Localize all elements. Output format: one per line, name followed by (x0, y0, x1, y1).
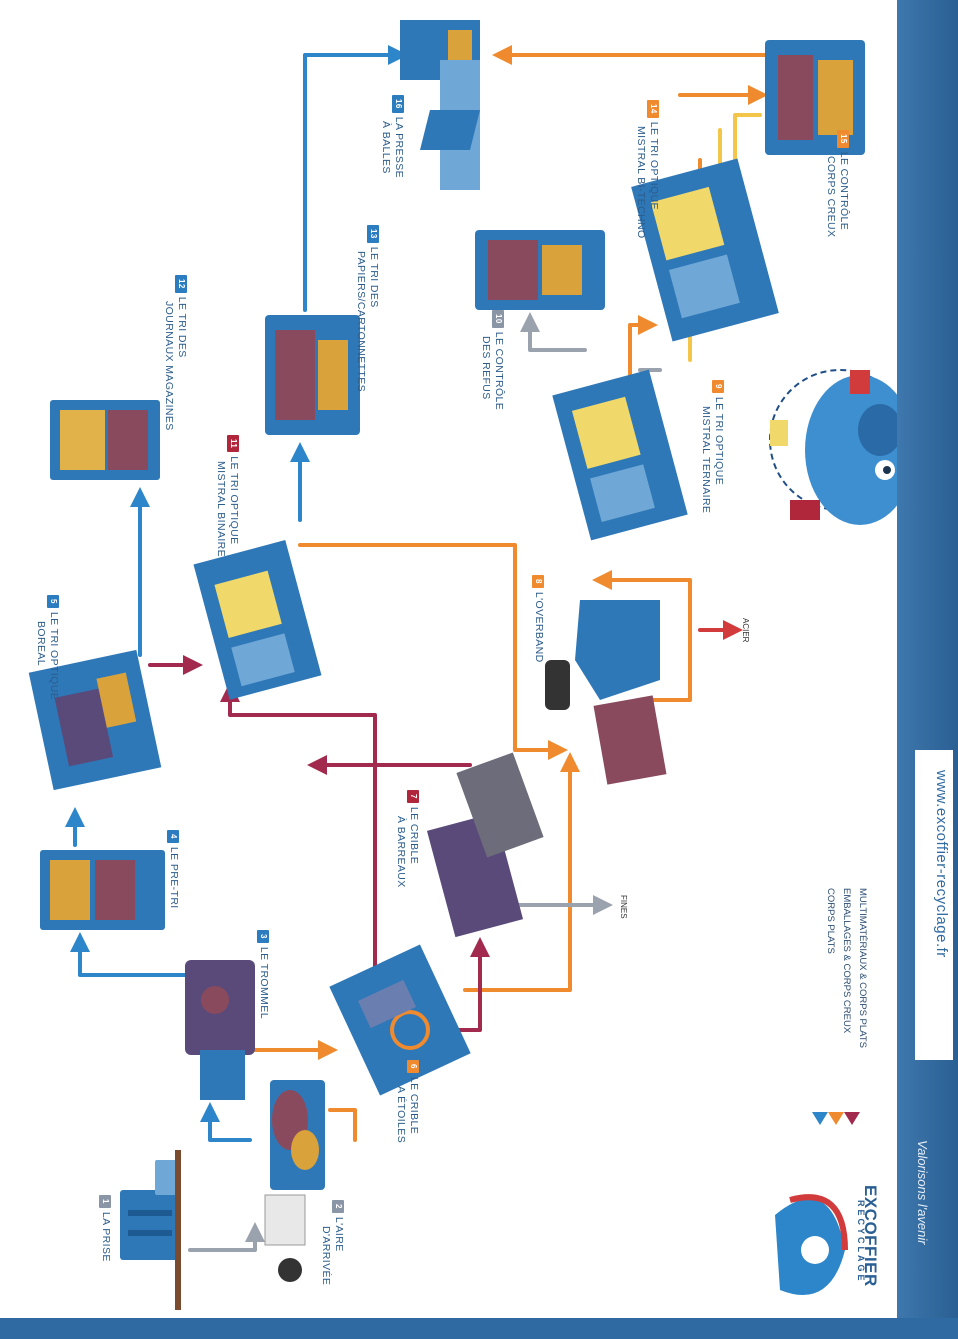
flow-orange-crible-overband (463, 752, 580, 992)
mascot-illustration (769, 369, 915, 525)
legend-item-emballages: EMBALLAGES & CORPS CREUX (841, 888, 852, 1034)
flow-blue-papiers-presse (303, 45, 408, 312)
machine-crible-etoiles (329, 944, 471, 1096)
flow-purple-crible-binaire (220, 682, 377, 977)
flow-orange-ternaire-bitechno (628, 315, 658, 382)
flow-blue-aire-trommel (200, 1102, 252, 1142)
legend: MULTIMATÉRIAUX & CORPS PLATS EMBALLAGES … (822, 888, 870, 1048)
flow-gray-prise (188, 1222, 265, 1252)
output-label-acier: ACIER (741, 618, 750, 643)
brand-tagline: Valorisons l'avenir (915, 1140, 930, 1245)
legend-item-multimateriaux: MULTIMATÉRIAUX & CORPS PLATS (857, 888, 868, 1048)
step-label-pretri: 4LE PRE-TRI (167, 830, 180, 909)
machine-papiers (265, 315, 360, 435)
machine-controle-cc (765, 40, 865, 155)
step-label-trommel: 3LE TROMMEL (257, 930, 270, 1019)
flow-purple-crible-barreaux (448, 937, 490, 1032)
machine-pretri (40, 850, 165, 930)
machine-boreal (28, 649, 162, 791)
flow-gray-refus (520, 312, 587, 352)
machine-presse (400, 20, 480, 190)
machine-controle-refus (475, 230, 605, 310)
step-label-overband: 8L'OVERBAND (532, 575, 545, 663)
flow-orange-overband-ternaire (592, 570, 692, 702)
flow-orange-aire-crible-2 (328, 1108, 357, 1142)
flow-blue-trommel-pretri (70, 932, 192, 977)
website-url[interactable]: www.excoffier-recyclage.fr (933, 770, 950, 958)
excoffier-logo (775, 1194, 848, 1295)
legend-item-corps-plats: CORPS PLATS (825, 888, 836, 954)
machine-prise (120, 1150, 181, 1310)
website-box (915, 750, 953, 1060)
brand-sidebar (897, 0, 958, 1339)
legend-arrows (812, 1112, 860, 1125)
machine-crible-barreaux (426, 752, 544, 938)
machine-ternaire (552, 369, 688, 541)
brand-sub: RECYCLAGE (856, 1200, 866, 1284)
machine-journaux (50, 400, 160, 480)
flow-orange-binaire-loop (298, 543, 568, 760)
machine-bitechno (631, 158, 779, 342)
machine-aire (264, 1080, 325, 1282)
footer-bar (0, 1318, 958, 1339)
machine-overband (545, 600, 667, 785)
machine-trommel (185, 960, 255, 1100)
machine-binaire (193, 539, 322, 700)
output-label-fines: FINES (619, 895, 628, 919)
step-label-prise: 1LA PRISE (99, 1195, 112, 1262)
